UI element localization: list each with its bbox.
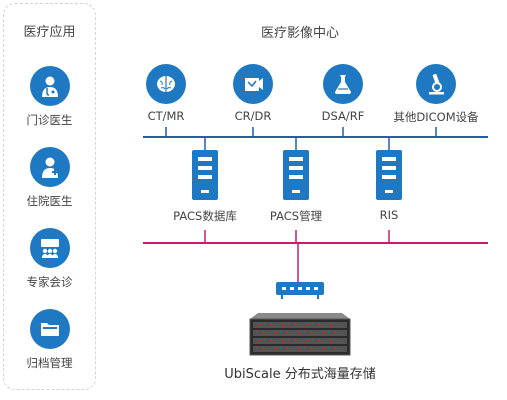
app-label: 住院医生	[26, 194, 73, 208]
microscope-icon	[416, 64, 456, 104]
modality-dsa-rf[interactable]: DSA/RF	[293, 64, 393, 123]
server-label: PACS数据库	[173, 209, 237, 223]
xray-camera-icon	[233, 64, 273, 104]
app-inpatient-doctor[interactable]: 住院医生	[4, 147, 95, 209]
imaging-center-title: 医疗影像中心	[260, 26, 339, 41]
medical-apps-panel: 医疗应用 门诊医生 住院医生	[3, 3, 96, 390]
consultation-group-icon	[29, 228, 70, 268]
server-label: RIS	[379, 208, 399, 222]
folder-icon	[29, 309, 70, 349]
storage-label: UbiScale 分布式海量存储	[224, 367, 376, 382]
modality-other-dicom[interactable]: 其他DICOM设备	[386, 64, 486, 125]
modality-label: DSA/RF	[321, 109, 365, 123]
app-label: 门诊医生	[26, 113, 73, 127]
storage-array-icon	[249, 313, 351, 356]
brain-icon	[146, 64, 186, 104]
server-pacs-management[interactable]: PACS管理	[246, 150, 346, 224]
flask-icon	[323, 64, 363, 104]
modality-label: CT/MR	[147, 109, 185, 123]
app-label: 专家会诊	[26, 275, 73, 289]
server-icon	[376, 150, 402, 200]
server-icon	[192, 150, 218, 200]
doctor-plus-icon	[29, 147, 70, 187]
doctor-stethoscope-icon	[29, 66, 70, 106]
app-archive-management[interactable]: 归档管理	[4, 309, 95, 371]
app-outpatient-doctor[interactable]: 门诊医生	[4, 66, 95, 128]
server-label: PACS管理	[269, 209, 323, 223]
app-label: 归档管理	[26, 356, 73, 370]
app-expert-consultation[interactable]: 专家会诊	[4, 228, 95, 290]
network-switch-icon	[276, 282, 324, 299]
modality-label: CR/DR	[234, 109, 272, 123]
sidebar-title: 医疗应用	[23, 25, 76, 40]
server-pacs-database[interactable]: PACS数据库	[155, 150, 255, 224]
server-icon	[283, 150, 309, 200]
modality-cr-dr[interactable]: CR/DR	[203, 64, 303, 123]
modality-label: 其他DICOM设备	[393, 110, 479, 124]
modality-ct-mr[interactable]: CT/MR	[116, 64, 216, 123]
server-ris[interactable]: RIS	[339, 150, 439, 222]
